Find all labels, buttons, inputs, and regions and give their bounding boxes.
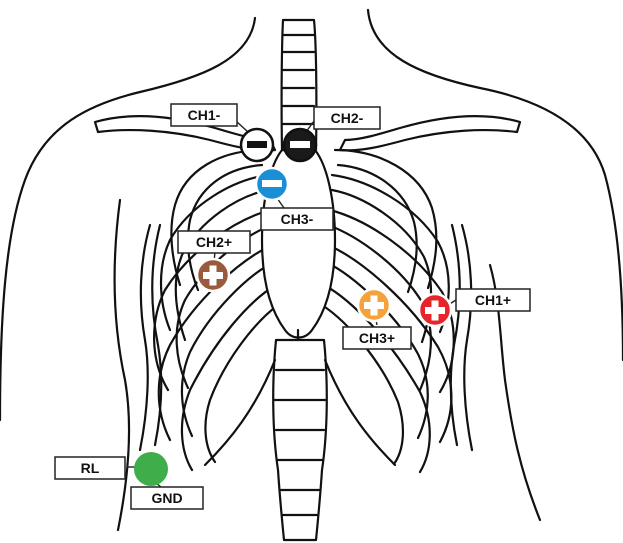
- label-ch2-pos: CH2+: [178, 231, 250, 253]
- svg-text:CH3+: CH3+: [359, 330, 395, 346]
- electrode-ch1-pos: [419, 294, 451, 326]
- electrode-ch2-pos: [197, 259, 229, 291]
- electrode-ch3-pos: [358, 289, 390, 321]
- electrode-rl-ground: [134, 452, 168, 486]
- label-rl: RL: [55, 457, 125, 479]
- svg-text:CH2+: CH2+: [196, 234, 232, 250]
- label-ch3-pos: CH3+: [343, 327, 411, 349]
- svg-text:RL: RL: [81, 460, 100, 476]
- label-ch3-neg: CH3-: [261, 208, 333, 230]
- svg-text:CH3-: CH3-: [281, 211, 314, 227]
- svg-text:CH1+: CH1+: [475, 292, 511, 308]
- label-ch1-neg: CH1-: [171, 104, 237, 126]
- svg-text:CH2-: CH2-: [331, 110, 364, 126]
- svg-text:GND: GND: [151, 490, 182, 506]
- left-ribs: [140, 150, 278, 470]
- svg-text:CH1-: CH1-: [188, 107, 221, 123]
- label-ch1-pos: CH1+: [456, 289, 530, 311]
- electrode-ch2-neg: [284, 129, 316, 161]
- electrode-ch1-neg: [241, 129, 273, 161]
- electrode-ch3-neg: [256, 168, 288, 200]
- label-gnd: GND: [131, 487, 203, 509]
- label-ch2-neg: CH2-: [314, 107, 380, 129]
